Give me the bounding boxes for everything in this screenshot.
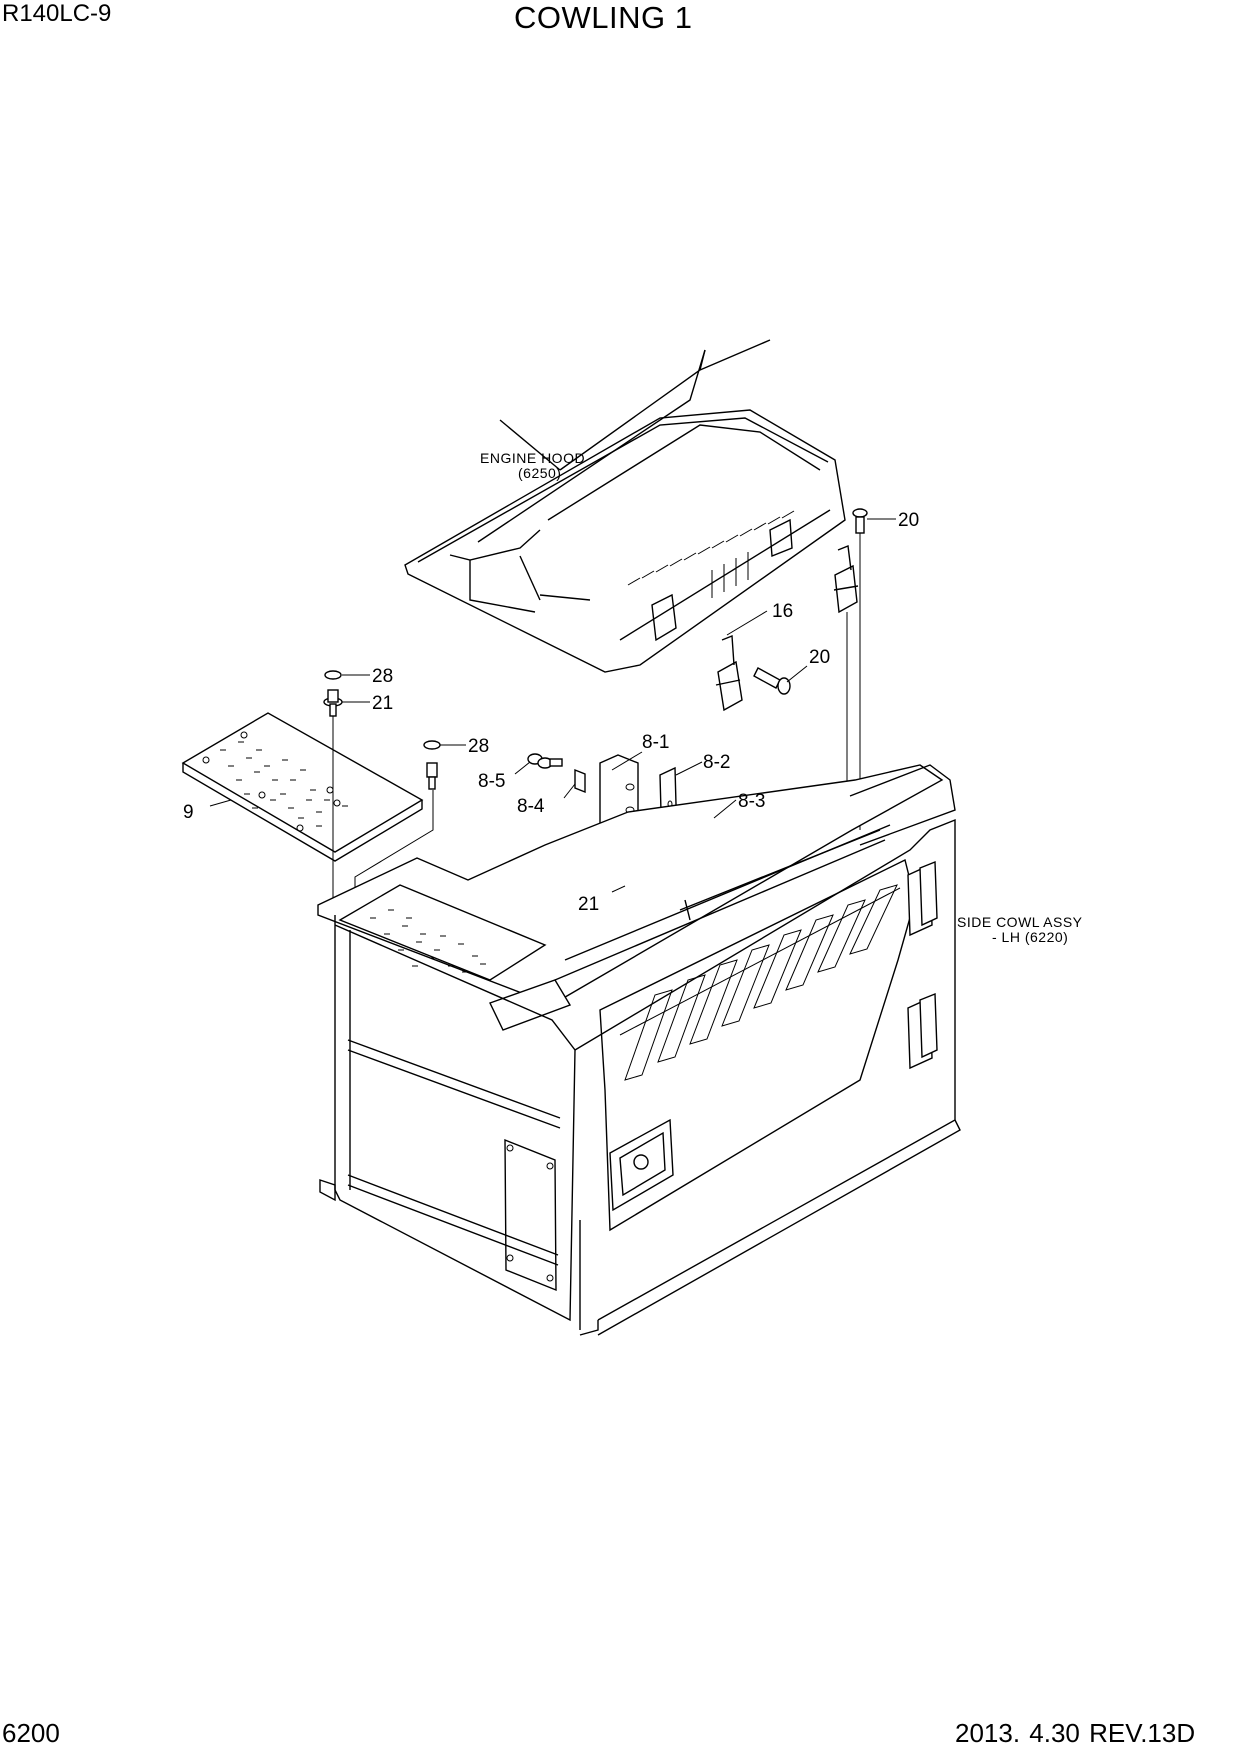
callout-21-a: 21 [372,693,393,714]
revision-date: 2013. 4.30 REV.13D [955,1718,1196,1748]
cowl-body-drawing [317,764,961,1336]
callout-8-3: 8-3 [738,791,765,812]
callout-16: 16 [772,601,793,622]
callout-8-1: 8-1 [642,732,669,753]
callout-21-b: 21 [578,894,599,915]
plate-part-8-4 [574,768,586,794]
callout-leaders [209,518,896,893]
engine-hood-drawing [404,339,846,673]
callout-28-a: 28 [372,666,393,687]
callout-9: 9 [183,802,194,823]
bolt-part-bracket [426,762,438,790]
callout-8-4: 8-4 [517,796,545,817]
screw-part-8-5 [527,753,563,769]
step-plate-tread [220,741,348,827]
side-cowl-ref: - LH (6220) [992,929,1068,945]
callout-20-mid: 20 [809,647,830,668]
callout-8-5: 8-5 [478,771,505,792]
callout-20-top: 20 [898,510,919,531]
step-plate-part-9 [181,712,424,862]
side-vent-slots [619,884,901,1081]
callout-8-2: 8-2 [703,752,730,773]
side-cowl-label: SIDE COWL ASSY [957,914,1083,930]
callout-28-b: 28 [468,736,489,757]
engine-hood-ref: (6250) [518,465,561,481]
bolt-part-21-a [323,689,343,717]
latch-part-16 [715,545,859,712]
washer-part-28-b [423,740,441,750]
step-plate-holes [202,731,341,832]
washer-part-28-a [324,670,342,680]
bolt-part-20-mid [753,667,791,695]
page-number: 6200 [2,1718,60,1748]
model-number: R140LC-9 [2,0,112,27]
body-step-tread [370,909,486,973]
page-title: COWLING 1 [514,0,693,35]
bolt-part-20-top [852,508,868,534]
engine-hood-label: ENGINE HOOD [480,450,585,466]
